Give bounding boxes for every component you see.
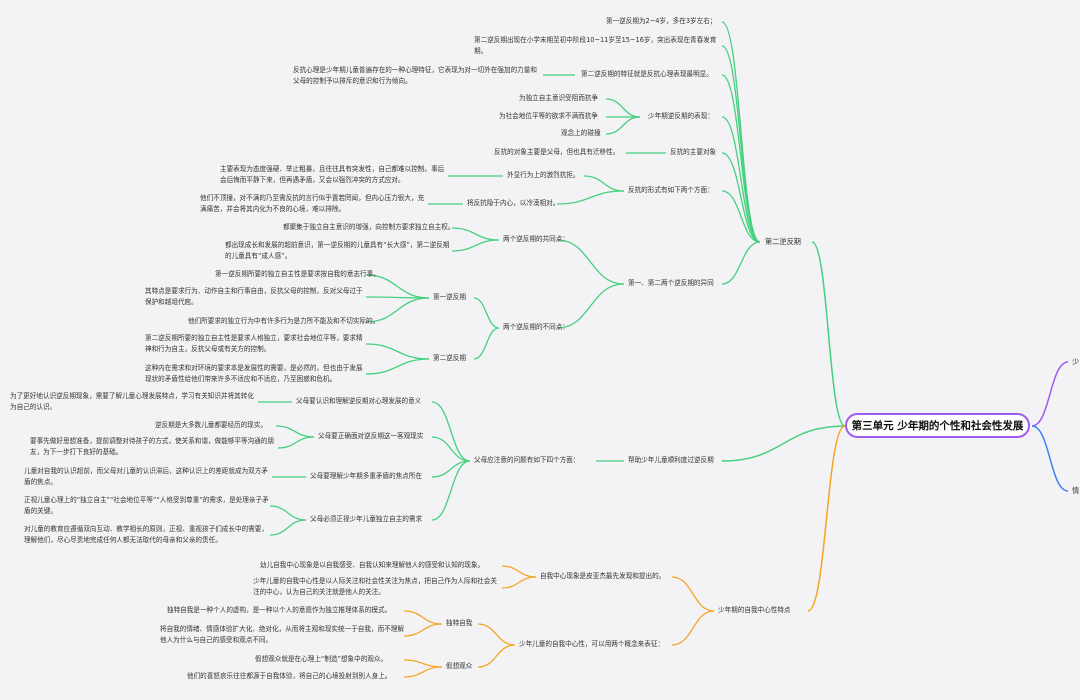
node[interactable]: 自我中心现象是皮亚杰最先发现和提出的。: [540, 572, 666, 580]
connector-line: [451, 239, 500, 252]
node[interactable]: 父母要理解少年期多重矛盾的焦点所在: [310, 472, 423, 480]
node[interactable]: 儿童对自我的认识超前，而父母对儿童的认识滞后，这种认识上的差距就成为双方矛盾的焦…: [24, 467, 268, 486]
right-branch-2[interactable]: 情: [1072, 486, 1080, 495]
connector-line: [365, 358, 430, 375]
connector-line: [721, 21, 761, 243]
connector-line: [431, 460, 471, 521]
connector-line: [431, 436, 471, 462]
connector-line: [721, 241, 761, 285]
node[interactable]: 第一逆反期: [433, 293, 466, 301]
connector-line: [605, 98, 641, 118]
connector-line: [473, 327, 500, 360]
node[interactable]: 外显行为上的激烈抗拒。: [507, 171, 580, 179]
connector-line: [721, 152, 761, 243]
node[interactable]: 他们不顶撞，对不满的乃至需反抗的言行似乎置若罔闻，但内心压力很大，充满痛苦，并会…: [200, 194, 425, 213]
connector-line: [556, 190, 625, 205]
branch-second-reverse[interactable]: 第二逆反期: [765, 237, 801, 246]
connector-line: [556, 239, 625, 285]
connector-line: [477, 644, 516, 668]
connector-line: [721, 74, 761, 243]
connector-line: [477, 623, 516, 646]
root-node[interactable]: 第三单元 少年期的个性和社会性发展: [845, 413, 1030, 438]
connector-line: [403, 666, 443, 678]
node[interactable]: 第二逆反期的特征就是反抗心理表现最明显。: [581, 70, 713, 78]
connector-line: [671, 576, 715, 612]
connector-line: [721, 190, 761, 243]
node[interactable]: 父母要认识和理解逆反期对心理发展的意义: [296, 397, 422, 405]
node[interactable]: 主要表现为态度强硬、举止粗暴，且往往具有突发性，自己都难以控制。事后会后悔而平静…: [220, 165, 445, 184]
node[interactable]: 第二逆反期出现在小学末期至初中阶段10~11岁至15~16岁，突出表现在青春发育…: [474, 36, 717, 55]
connector-line: [501, 565, 537, 578]
connector-line: [811, 241, 846, 427]
connector-line: [583, 175, 625, 192]
node[interactable]: 对儿童的教育应遵循双向互动、教学相长的原则，正视、重视孩子们成长中的需要，理解他…: [24, 525, 268, 544]
node[interactable]: 父母要正确面对逆反期这一客观现实: [318, 432, 424, 440]
connector-line: [451, 227, 500, 241]
connector-line: [721, 116, 761, 243]
node[interactable]: 父母必须正视少年儿童独立自主的需求: [310, 515, 423, 523]
node[interactable]: 两个逆反期的不同点：: [503, 323, 569, 331]
node[interactable]: 第一逆反期为2~4岁，多在3岁左右；: [606, 17, 717, 25]
connector-line: [501, 576, 537, 589]
node[interactable]: 少年儿童的自我中心性，可以用两个概念来表征：: [519, 640, 665, 648]
node[interactable]: 正视儿童心理上的“独立自主”“社会地位平等”“人格受到尊重”的需求，是处理亲子矛…: [24, 496, 269, 515]
node[interactable]: 都聚集于独立自主意识的增强，向控制方要求独立自主权。: [283, 223, 455, 231]
connector-line: [556, 283, 625, 329]
connector-line: [365, 297, 430, 323]
connector-line: [1031, 361, 1069, 427]
node[interactable]: 两个逆反期的共同点：: [503, 235, 569, 243]
node[interactable]: 反抗心理是少年期儿童普遍存在的一种心理特征，它表现为对一切外在强加的力量和父母的…: [293, 66, 537, 85]
node[interactable]: 少年儿童的自我中心性是以人际关注和社会性关注为焦点，把自己作为人际和社会关注的中…: [253, 577, 497, 596]
connector-line: [1031, 425, 1069, 492]
node[interactable]: 要事先做好思想准备，提前调整对待孩子的方式，使关系和谐，做能够平等沟通的朋友，为…: [30, 437, 274, 456]
connector-line: [403, 623, 443, 637]
connector-line: [721, 45, 761, 243]
connector-line: [277, 436, 315, 449]
node[interactable]: 第二逆反期所要的独立自主性是要求人格独立，要求社会地位平等，要求精神和行为自主，…: [145, 334, 363, 353]
node[interactable]: 反抗的主要对象: [670, 148, 717, 156]
node[interactable]: 假想观众就是在心理上“制造”想象中的观众。: [255, 655, 388, 663]
branch-egocentric[interactable]: 少年期的自我中心性特点: [718, 606, 791, 614]
node[interactable]: 将自我的情绪、情感体验扩大化、绝对化，从而将主观和现实统一于自我，而不理解他人为…: [160, 625, 404, 644]
node[interactable]: 为了更好地认识逆反期现象，需要了解儿童心理发展特点，学习有关知识并将其转化为自己…: [10, 392, 254, 411]
node[interactable]: 父母应注意的问题有如下四个方面：: [474, 456, 580, 464]
node[interactable]: 为社会地位平等的欲求不满而抗争: [499, 112, 598, 120]
connector-line: [275, 425, 315, 438]
connector-line: [431, 401, 471, 462]
node[interactable]: 他们的喜怒哀乐往往都源于自我体验，将自己的心境投射到别人身上。: [187, 672, 392, 680]
connector-line: [807, 425, 846, 612]
node[interactable]: 为独立自主意识受阻而抗争: [519, 94, 599, 102]
node[interactable]: 都出现成长和发展的超前意识，第一逆反期的儿童具有“长大感”，第二逆反期的儿童具有…: [225, 241, 450, 260]
node[interactable]: 假想观众: [446, 662, 473, 670]
connector-line: [403, 610, 443, 625]
right-branch-1[interactable]: 少: [1072, 357, 1080, 366]
node[interactable]: 观念上的碰撞: [561, 129, 601, 137]
connector-line: [605, 116, 641, 135]
node[interactable]: 少年期逆反期的表现：: [648, 112, 714, 120]
node[interactable]: 这种内在需求和对环境的要求本是发展性的需要，是必然的，但也由于发展现状的矛盾性给…: [145, 364, 363, 383]
node[interactable]: 第二逆反期: [433, 354, 466, 362]
node[interactable]: 其特点是要求行为、动作自主和行事自由，反抗父母的控制，反对父母过于保护和越俎代庖…: [145, 287, 363, 306]
node[interactable]: 独特自我是一种个人的虚构，是一种以个人的意愿作为独立推理体系的模式。: [167, 606, 392, 614]
connector-line: [403, 659, 443, 668]
node[interactable]: 将反抗隐于内心，以冷漠相对。: [467, 199, 560, 207]
node[interactable]: 第一、第二两个逆反期的异同: [628, 279, 714, 287]
node[interactable]: 反抗的形式有如下两个方面：: [628, 186, 714, 194]
node[interactable]: 独特自我: [446, 619, 473, 627]
node[interactable]: 第一逆反期所要的独立自主性是要求按自我的意志行事。: [215, 270, 380, 278]
node[interactable]: 幼儿自我中心现象是以自我感受、自我认知来理解他人的感受和认知的现象。: [260, 561, 485, 569]
connector-line: [269, 519, 307, 536]
connector-line: [269, 505, 307, 521]
node[interactable]: 他们所要求的独立行为中有许多行为是力所不能及和不切实际的。: [188, 317, 380, 325]
connector-line: [671, 610, 715, 646]
branch-help[interactable]: 帮助少年儿童顺利度过逆反期: [628, 456, 714, 464]
connector-line: [473, 297, 500, 329]
node[interactable]: 反抗的对象主要是父母，但也具有迁移性。: [494, 148, 620, 156]
connector-line: [721, 425, 846, 462]
connector-line: [365, 343, 430, 360]
node[interactable]: 逆反期是大多数儿童都要经历的现实。: [155, 421, 268, 429]
